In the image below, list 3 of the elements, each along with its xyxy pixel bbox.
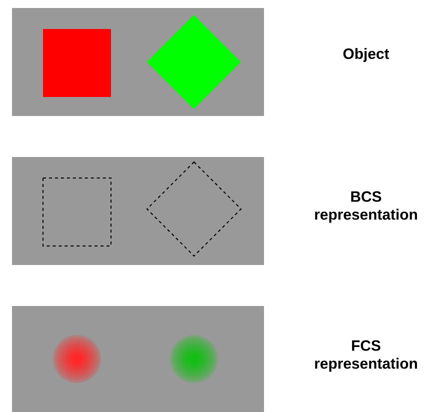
panel-label: Object [343, 48, 390, 62]
panel-label: BCS representation [315, 191, 417, 223]
panel-label: FCS representation [315, 340, 417, 372]
